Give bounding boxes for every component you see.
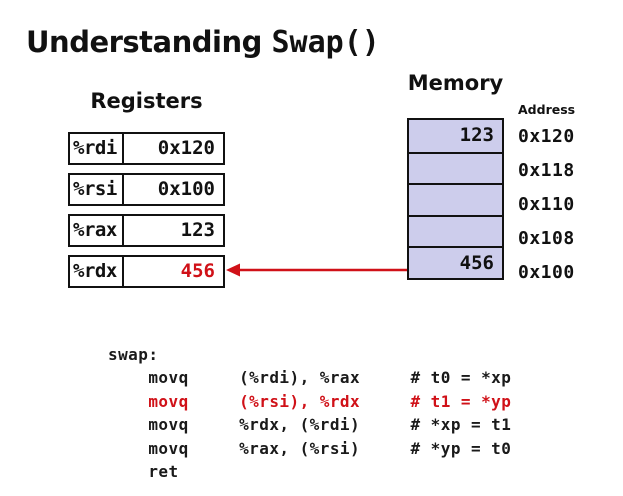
register-name: %rsi bbox=[70, 175, 124, 204]
register-value: 0x120 bbox=[157, 137, 215, 159]
register-row-rdi: %rdi 0x120 bbox=[68, 132, 225, 165]
memory-cell-0x118 bbox=[409, 151, 502, 183]
memory-cell-0x110 bbox=[409, 183, 502, 215]
address-label: 0x100 bbox=[518, 262, 575, 283]
address-label: 0x118 bbox=[518, 160, 575, 181]
code-line: movq %rdx, (%rdi) # *xp = t1 bbox=[108, 415, 512, 435]
register-row-rsi: %rsi 0x100 bbox=[68, 173, 225, 206]
register-value: 123 bbox=[180, 219, 215, 241]
register-row-rax: %rax 123 bbox=[68, 214, 225, 247]
code-line: ret bbox=[108, 462, 179, 482]
address-label: 0x108 bbox=[518, 228, 575, 249]
code-line: movq %rax, (%rsi) # *yp = t0 bbox=[108, 438, 512, 458]
registers-heading: Registers bbox=[90, 89, 203, 113]
address-column-label: Address bbox=[518, 102, 576, 117]
memory-cell-0x100: 456 bbox=[409, 246, 502, 278]
assembly-code-block: swap: movq (%rdi), %rax # t0 = *xp movq … bbox=[108, 343, 511, 483]
register-value: 456 bbox=[180, 260, 215, 282]
address-column: 0x120 0x118 0x110 0x108 0x100 bbox=[518, 120, 575, 290]
memory-cell-0x120: 123 bbox=[409, 120, 502, 152]
register-name: %rdx bbox=[70, 257, 124, 286]
register-name: %rax bbox=[70, 216, 124, 245]
address-label: 0x110 bbox=[518, 194, 575, 215]
code-line-highlighted: movq (%rsi), %rdx # t1 = *yp bbox=[108, 391, 512, 411]
register-value: 0x100 bbox=[157, 178, 215, 200]
register-row-rdx: %rdx 456 bbox=[68, 255, 225, 288]
memory-heading: Memory bbox=[407, 71, 504, 95]
slide-title-text: Understanding bbox=[26, 25, 272, 60]
memory-column: 123 456 bbox=[407, 118, 504, 280]
memory-cell-0x108 bbox=[409, 214, 502, 246]
code-line: swap: bbox=[108, 345, 159, 364]
registers-table: %rdi 0x120 %rsi 0x100 %rax 123 %rdx 456 bbox=[68, 132, 225, 288]
arrow-memory-to-rdx-icon bbox=[226, 263, 407, 277]
slide-title: Understanding Swap() bbox=[26, 25, 380, 60]
code-line: movq (%rdi), %rax # t0 = *xp bbox=[108, 368, 512, 388]
register-name: %rdi bbox=[70, 134, 124, 163]
slide-title-code: Swap() bbox=[271, 25, 380, 61]
address-label: 0x120 bbox=[518, 126, 575, 147]
